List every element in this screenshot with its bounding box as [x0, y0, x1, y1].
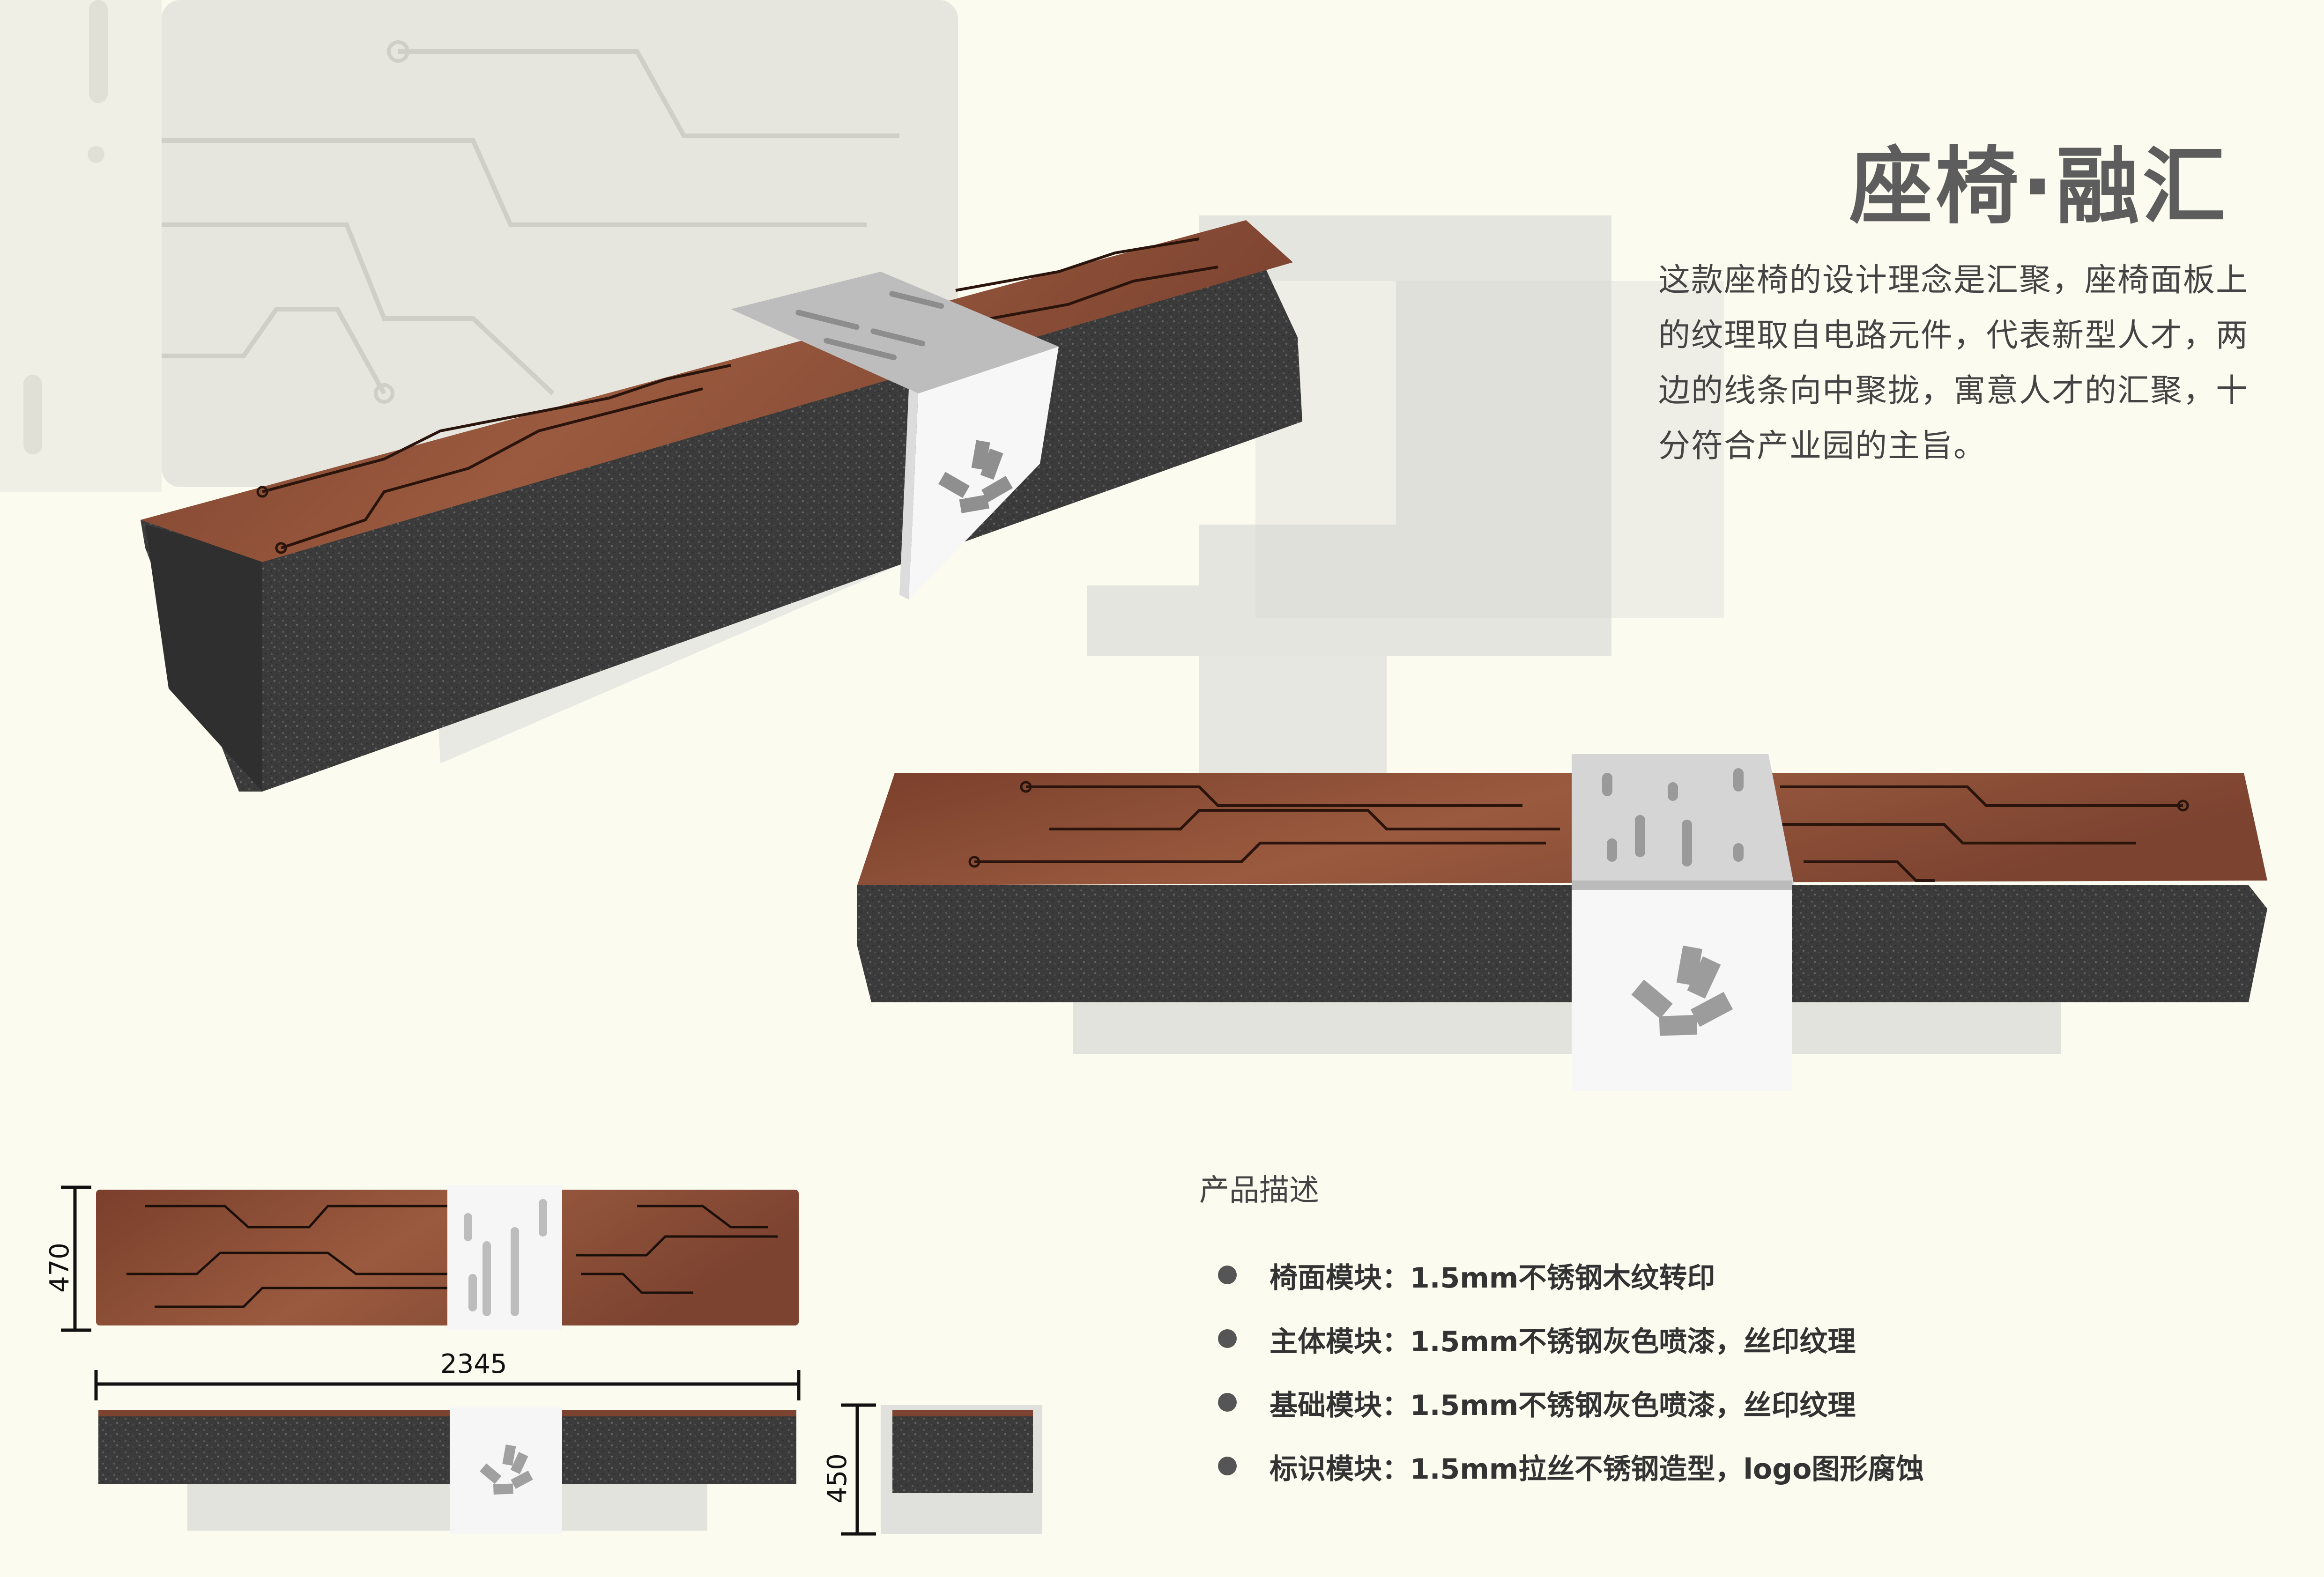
- side-view-drawing: [841, 1403, 1042, 1536]
- spec-item: 椅面模块：1.5mm不锈钢木纹转印: [1218, 1255, 1924, 1319]
- top-view-grooves: [126, 1205, 778, 1308]
- depth-dimension-label: 470: [45, 1243, 75, 1293]
- perspective-plate-slots: [795, 291, 944, 361]
- length-dimension-label: 2345: [440, 1349, 507, 1379]
- top-view-drawing: [61, 1185, 799, 1332]
- front-circuit-grooves: [974, 785, 2183, 882]
- front-orthographic-drawing: [94, 1370, 801, 1534]
- spec-text: 标识模块：1.5mm拉丝不锈钢造型，logo图形腐蚀: [1270, 1453, 1924, 1486]
- spec-text: 椅面模块：1.5mm不锈钢木纹转印: [1270, 1262, 1715, 1295]
- decor-circuit-lines: [162, 49, 899, 395]
- spec-item: 主体模块：1.5mm不锈钢灰色喷漆，丝印纹理: [1218, 1319, 1924, 1383]
- front-logo-icon: [1631, 945, 1733, 1036]
- bench-front-view: [857, 754, 2267, 1091]
- bullet-icon: [1218, 1266, 1237, 1284]
- spec-text: 主体模块：1.5mm不锈钢灰色喷漆，丝印纹理: [1270, 1325, 1856, 1358]
- design-description: 这款座椅的设计理念是汇聚，座椅面板上的纹理取自电路元件，代表新型人才，两边的线条…: [1658, 262, 2249, 465]
- bullet-icon: [1218, 1393, 1237, 1412]
- bullet-icon: [1218, 1457, 1237, 1475]
- perspective-circuit-grooves: [262, 237, 1218, 549]
- spec-heading: 产品描述: [1199, 1173, 1319, 1208]
- bullet-icon: [1218, 1329, 1237, 1348]
- front-plate-slots: [1602, 768, 1744, 866]
- perspective-logo-icon: [938, 440, 1013, 513]
- spec-item: 标识模块：1.5mm拉丝不锈钢造型，logo图形腐蚀: [1218, 1446, 1924, 1510]
- spec-list: 椅面模块：1.5mm不锈钢木纹转印 主体模块：1.5mm不锈钢灰色喷漆，丝印纹理…: [1218, 1255, 1924, 1510]
- page-title: 座椅·融汇: [1849, 138, 2228, 235]
- spec-item: 基础模块：1.5mm不锈钢灰色喷漆，丝印纹理: [1218, 1383, 1924, 1446]
- height-dimension-label: 450: [822, 1453, 853, 1503]
- top-view-slots: [464, 1199, 547, 1316]
- ortho-logo-icon: [480, 1444, 533, 1495]
- bench-perspective-view: [141, 220, 1302, 792]
- spec-text: 基础模块：1.5mm不锈钢灰色喷漆，丝印纹理: [1270, 1389, 1856, 1422]
